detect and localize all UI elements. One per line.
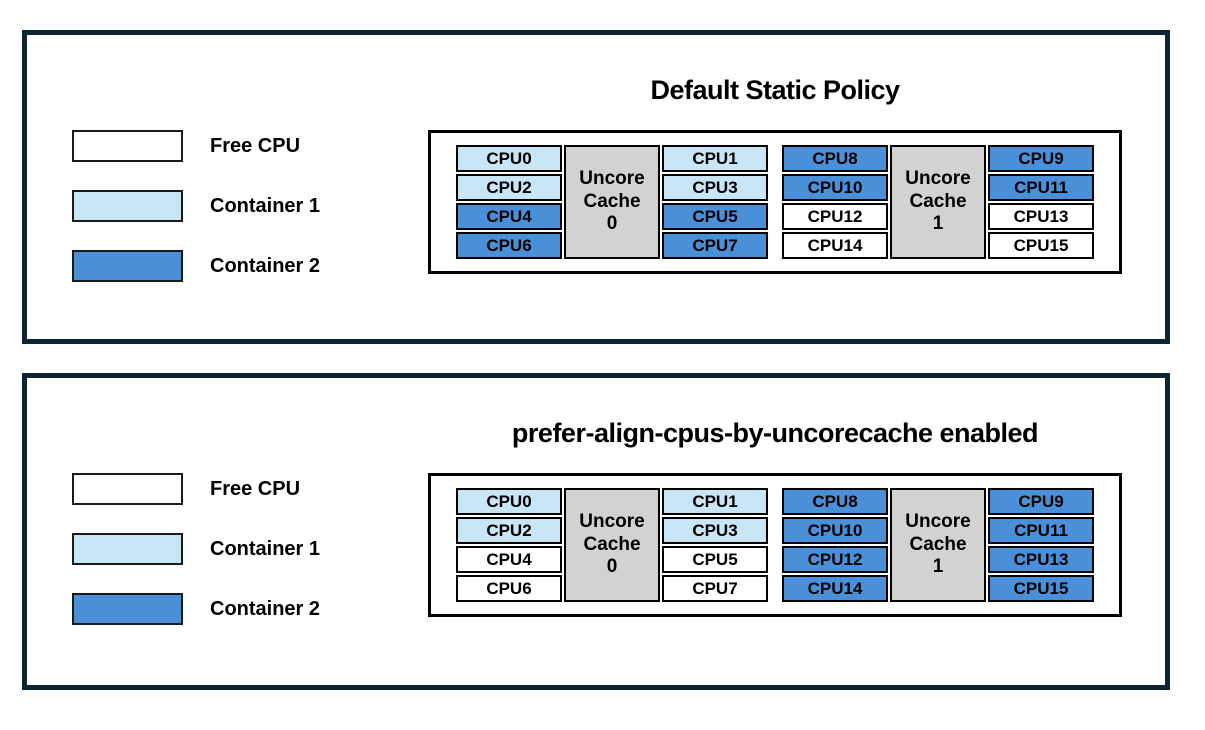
legend: Free CPU Container 1 Container 2 (72, 130, 320, 282)
legend-item: Container 2 (72, 250, 320, 282)
figure-panel-prefer-align-enabled: Free CPU Container 1 Container 2 prefer-… (22, 373, 1170, 690)
uncore-cache-label-line: Uncore (905, 167, 971, 189)
legend-item: Container 1 (72, 533, 320, 565)
legend-label: Container 2 (210, 254, 321, 277)
uncore-cache-label-line: 1 (932, 213, 944, 235)
cpu-cell-cpu11: CPU11 (988, 174, 1094, 201)
legend-label: Container 1 (210, 194, 321, 217)
uncore-cache-label-line: Uncore (905, 510, 971, 532)
cpu-cell-cpu1: CPU1 (662, 145, 768, 172)
cpu-cell-cpu9: CPU9 (988, 488, 1094, 515)
cpu-cell-cpu6: CPU6 (456, 232, 562, 259)
cpu-cell-cpu14: CPU14 (782, 575, 888, 602)
uncore-cache-label-line: Uncore (579, 510, 645, 532)
cpu-cell-cpu5: CPU5 (662, 203, 768, 230)
legend-label: Container 2 (210, 597, 321, 620)
uncore-cache-label-line: Uncore (579, 167, 645, 189)
uncore-cache-label-line: Cache (909, 190, 967, 212)
legend-label: Free CPU (210, 477, 301, 500)
cpu-cell-cpu14: CPU14 (782, 232, 888, 259)
cpu-cell-cpu15: CPU15 (988, 575, 1094, 602)
legend-swatch-container-1 (72, 190, 183, 222)
uncore-cache-label-line: 1 (932, 556, 944, 578)
cpu-cell-cpu7: CPU7 (662, 575, 768, 602)
legend-label: Free CPU (210, 134, 301, 157)
uncore-cache-label-line: 0 (606, 213, 618, 235)
cpu-cell-cpu0: CPU0 (456, 145, 562, 172)
uncore-cache-label-line: Cache (583, 190, 641, 212)
panel-title: prefer-align-cpus-by-uncorecache enabled (511, 418, 1039, 448)
panel-title: Default Static Policy (650, 75, 900, 105)
cpu-cell-cpu2: CPU2 (456, 517, 562, 544)
legend: Free CPU Container 1 Container 2 (72, 473, 320, 625)
legend-swatch-container-2 (72, 250, 183, 282)
cpu-cell-cpu7: CPU7 (662, 232, 768, 259)
cpu-cell-cpu3: CPU3 (662, 517, 768, 544)
cpu-cell-cpu11: CPU11 (988, 517, 1094, 544)
cpu-cell-cpu1: CPU1 (662, 488, 768, 515)
cpu-cell-cpu8: CPU8 (782, 145, 888, 172)
diagram-area: prefer-align-cpus-by-uncorecache enabled… (428, 418, 1122, 617)
legend-swatch-free-cpu (72, 473, 183, 505)
legend-item: Free CPU (72, 130, 320, 162)
cpu-cell-cpu4: CPU4 (456, 203, 562, 230)
uncore-cache-label-line: 0 (606, 556, 618, 578)
cpu-cell-cpu12: CPU12 (782, 546, 888, 573)
cpu-cell-cpu10: CPU10 (782, 174, 888, 201)
legend-swatch-free-cpu (72, 130, 183, 162)
cpu-cell-cpu8: CPU8 (782, 488, 888, 515)
cpu-cell-cpu2: CPU2 (456, 174, 562, 201)
legend-swatch-container-1 (72, 533, 183, 565)
legend-item: Container 1 (72, 190, 320, 222)
legend-label: Container 1 (210, 537, 321, 560)
cpu-cell-cpu13: CPU13 (988, 546, 1094, 573)
cpu-cell-cpu3: CPU3 (662, 174, 768, 201)
figure-panel-default-static-policy: Free CPU Container 1 Container 2 Default… (22, 30, 1170, 344)
cpu-cell-cpu4: CPU4 (456, 546, 562, 573)
cpu-cell-cpu5: CPU5 (662, 546, 768, 573)
cpu-cell-cpu15: CPU15 (988, 232, 1094, 259)
legend-item: Free CPU (72, 473, 320, 505)
cpu-cell-cpu9: CPU9 (988, 145, 1094, 172)
uncore-cache-label-line: Cache (909, 533, 967, 555)
cpu-cell-cpu0: CPU0 (456, 488, 562, 515)
legend-item: Container 2 (72, 593, 320, 625)
cpu-cell-cpu13: CPU13 (988, 203, 1094, 230)
cpu-cell-cpu10: CPU10 (782, 517, 888, 544)
cpu-cell-cpu12: CPU12 (782, 203, 888, 230)
cpu-cell-cpu6: CPU6 (456, 575, 562, 602)
uncore-cache-label-line: Cache (583, 533, 641, 555)
legend-swatch-container-2 (72, 593, 183, 625)
